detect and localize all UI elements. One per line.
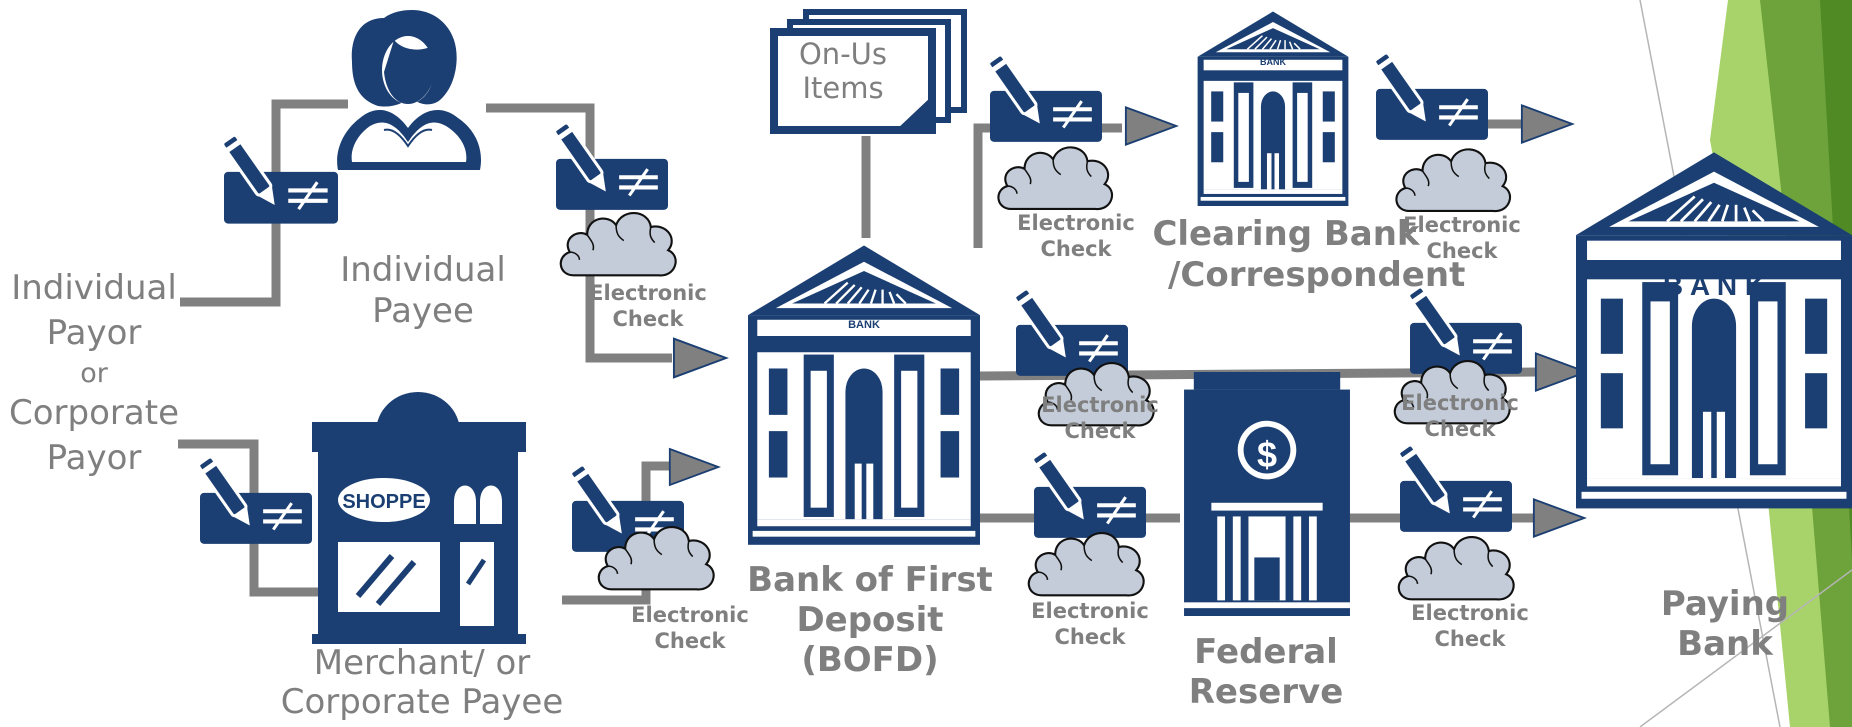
electronic-check-label-line: Check (1426, 239, 1498, 264)
bofd-label-line: (BOFD) (801, 640, 939, 681)
bofd-label-line: Bank of First (747, 560, 993, 600)
electronic-check-label: Electronic Check (1030, 598, 1150, 651)
bank-building-icon (1196, 10, 1350, 206)
check-pen-icon (1398, 444, 1512, 532)
cloud-icon (997, 146, 1114, 211)
federal-reserve-label-line: Reserve (1188, 672, 1344, 713)
electronic-check-label: Electronic Check (1040, 392, 1160, 445)
arrowhead-icon (1520, 104, 1574, 144)
payor-label-line: Payor (46, 312, 142, 353)
bofd-label-line: Deposit (796, 600, 944, 641)
bofd-label: Bank of First Deposit (BOFD) (740, 560, 1000, 680)
arrowhead-icon (672, 337, 728, 379)
on-us-items-label-line: On-Us (798, 37, 887, 71)
arrowhead-icon (668, 448, 720, 486)
cloud-icon (559, 211, 677, 277)
clearing-bank-label-line: Clearing Bank (1152, 214, 1420, 254)
check-pen-icon (1032, 450, 1146, 538)
clearing-bank-label: Clearing Bank /Correspondent (1146, 214, 1466, 297)
arrowhead-icon (1124, 106, 1178, 146)
electronic-check-label-line: Electronic (1401, 391, 1519, 415)
electronic-check-label: Electronic Check (588, 280, 708, 333)
paying-bank-label: Paying Bank (1640, 584, 1810, 664)
electronic-check-label-line: Electronic (589, 281, 707, 305)
bank-sign-bofd: BANK (848, 319, 880, 331)
electronic-check-label-line: Check (654, 629, 726, 654)
electronic-check-label-line: Check (1434, 627, 1506, 652)
electronic-check-label: Electronic Check (1016, 210, 1136, 263)
bank-sign-paying: B A N K (1663, 270, 1765, 301)
payor-label-or: or (80, 357, 108, 389)
cloud-icon (1397, 535, 1515, 601)
paying-bank-label-line: Paying (1660, 584, 1790, 624)
payor-label-line: Payor (46, 438, 142, 479)
electronic-check-label-line: Electronic (1017, 211, 1135, 235)
electronic-check-label-line: Electronic (1411, 601, 1529, 625)
federal-reserve-label-line: Federal (1194, 632, 1338, 672)
payor-label-line: Corporate (9, 393, 179, 434)
cloud-icon (1027, 531, 1145, 597)
federal-reserve-label: Federal Reserve (1156, 632, 1376, 712)
merchant-payee-label: Merchant/ or Corporate Payee (272, 643, 572, 723)
payor-label-line: Individual (11, 268, 177, 308)
on-us-items-label: On-Us Items (782, 37, 904, 105)
payor-label: Individual Payor or Corporate Payor (6, 266, 182, 481)
electronic-check-label-line: Electronic (1041, 393, 1159, 417)
electronic-check-label-line: Check (612, 307, 684, 332)
federal-reserve-building-icon (1184, 372, 1350, 616)
electronic-check-label: Electronic Check (1400, 390, 1520, 443)
electronic-check-label: Electronic Check (630, 602, 750, 655)
clearing-bank-label-line: /Correspondent (1168, 255, 1466, 296)
check-pen-icon (988, 54, 1102, 142)
individual-payee-label-line: Individual (340, 250, 506, 290)
paying-bank-label-line: Bank (1677, 624, 1773, 665)
merchant-payee-label-line: Corporate Payee (280, 682, 564, 723)
check-pen-icon (1374, 52, 1488, 140)
electronic-check-label-line: Electronic (1403, 213, 1521, 237)
electronic-check-label: Electronic Check (1410, 600, 1530, 653)
electronic-check-label-line: Electronic (631, 603, 749, 627)
merchant-payee-label-line: Merchant/ or (313, 643, 531, 683)
document-stack-icon (770, 9, 967, 134)
electronic-check-label-line: Electronic (1031, 599, 1149, 623)
shoppe-sign: SHOPPE (342, 491, 425, 513)
check-pen-icon (554, 122, 668, 210)
bank-sign-clearing: BANK (1260, 57, 1286, 67)
electronic-check-label-line: Check (1054, 625, 1126, 650)
individual-payee-label: Individual Payee (318, 250, 528, 332)
electronic-check-label: Electronic Check (1402, 212, 1522, 265)
dollar-sign-icon: $ (1257, 434, 1277, 475)
electronic-check-label-line: Check (1424, 417, 1496, 442)
electronic-check-label-line: Check (1064, 419, 1136, 444)
person-icon (337, 10, 482, 170)
individual-payee-label-line: Payee (372, 290, 474, 331)
storefront-icon (312, 392, 526, 644)
bank-building-icon (748, 244, 980, 546)
on-us-items-label-line: Items (802, 70, 884, 105)
cloud-icon (1395, 148, 1512, 213)
electronic-check-label-line: Check (1040, 237, 1112, 262)
